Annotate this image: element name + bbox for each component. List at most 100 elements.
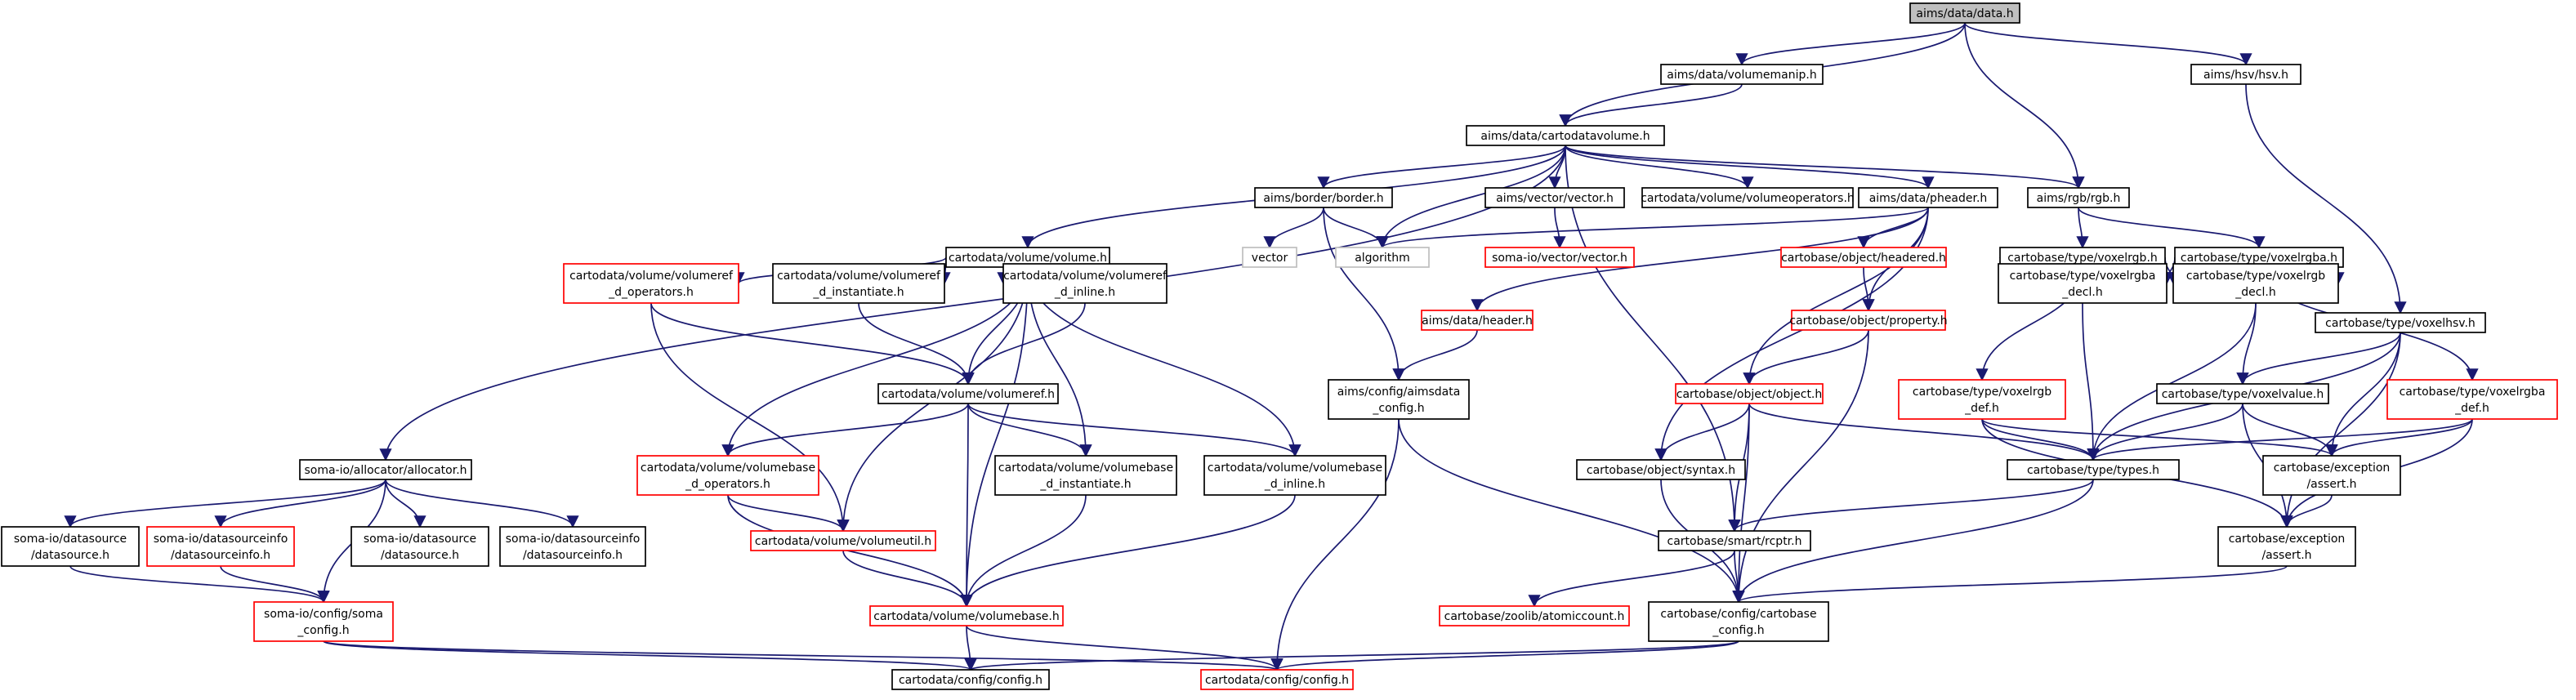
node-cdv[interactable]: aims/data/cartodatavolume.h <box>1466 125 1665 146</box>
node-label: cartodata/volume/volumeutil.h <box>755 535 931 548</box>
node-root[interactable]: aims/data/data.h <box>1909 2 2020 24</box>
edge-allocator-to-dsinfo1 <box>214 479 386 528</box>
node-voxelhsv[interactable]: cartobase/type/voxelhsv.h <box>2315 312 2486 333</box>
node-headered[interactable]: cartobase/object/headered.h <box>1780 247 1947 268</box>
node-vbaseinst[interactable]: cartodata/volume/volumebase_d_instantiat… <box>994 455 1177 496</box>
node-ds2[interactable]: soma-io/datasource/datasource.h <box>350 526 489 567</box>
edge-volumeref-to-vbaseinline <box>967 403 1301 457</box>
node-excassert2[interactable]: cartobase/exception/assert.h <box>2217 526 2356 567</box>
edge-voxelvalue-to-types <box>2087 403 2243 461</box>
node-box <box>563 263 739 304</box>
edge-pheader-to-headered <box>1857 207 1929 249</box>
node-label: cartobase/type/voxelrgba.h <box>2181 252 2337 265</box>
node-dsinfo1[interactable]: soma-io/datasourceinfo/datasourceinfo.h <box>146 526 295 567</box>
edge-pheader-to-aheader <box>1471 207 1929 312</box>
node-rgb[interactable]: aims/rgb/rgb.h <box>2027 187 2130 208</box>
node-label: aims/data/pheader.h <box>1869 192 1988 205</box>
node-label: cartobase/type/voxelrgb <box>1913 386 2051 399</box>
node-rcptr[interactable]: cartobase/smart/rcptr.h <box>1658 530 1811 551</box>
edge-rcptr-to-cbconfig <box>1732 550 1745 604</box>
node-vrefinst[interactable]: cartodata/volume/volumeref_d_instantiate… <box>772 263 945 304</box>
node-syntax[interactable]: cartobase/object/syntax.h <box>1576 459 1746 480</box>
node-cbconfig[interactable]: cartobase/config/cartobase_config.h <box>1648 601 1829 642</box>
node-label: soma-io/datasourceinfo <box>154 533 288 546</box>
node-property[interactable]: cartobase/object/property.h <box>1789 310 1948 331</box>
node-volumemanip[interactable]: aims/data/volumemanip.h <box>1660 64 1824 85</box>
edge-object-to-types <box>1748 403 2100 461</box>
node-label: cartodata/config/config.h <box>899 674 1042 687</box>
node-volbase[interactable]: cartodata/volume/volumebase.h <box>869 605 1064 626</box>
node-cdconfig[interactable]: cartodata/config/config.h <box>891 669 1050 690</box>
node-types[interactable]: cartobase/type/types.h <box>2007 459 2180 480</box>
edge-types-to-rcptr <box>1728 479 2094 533</box>
edge-root-to-volumemanip <box>1735 22 1966 66</box>
node-label: cartodata/volume/volumebase.h <box>873 610 1059 623</box>
node-box <box>253 601 394 642</box>
node-voxelvalue[interactable]: cartobase/type/voxelvalue.h <box>2156 383 2329 404</box>
node-volumeref[interactable]: cartodata/volume/volumeref.h <box>877 383 1059 404</box>
node-ds1[interactable]: soma-io/datasource/datasource.h <box>1 526 140 567</box>
node-vbaseinline[interactable]: cartodata/volume/volumebase_d_inline.h <box>1203 455 1386 496</box>
node-label: _decl.h <box>2234 286 2275 299</box>
node-vrefops[interactable]: cartodata/volume/volumeref_d_operators.h <box>563 263 739 304</box>
node-object[interactable]: cartobase/object/object.h <box>1675 383 1824 404</box>
node-allocator[interactable]: soma-io/allocator/allocator.h <box>299 459 472 480</box>
node-label: /datasourceinfo.h <box>523 549 623 562</box>
node-aheader[interactable]: aims/data/header.h <box>1421 310 1534 331</box>
node-dsinfo2[interactable]: soma-io/datasourceinfo/datasourceinfo.h <box>499 526 646 567</box>
node-box <box>1439 605 1630 626</box>
node-border[interactable]: aims/border/border.h <box>1254 187 1393 208</box>
node-vrgbadef[interactable]: cartobase/type/voxelrgba_def.h <box>2386 379 2558 420</box>
edge-volumeref-to-vbaseops <box>721 403 969 457</box>
node-algorithm[interactable]: algorithm <box>1335 247 1430 268</box>
node-box <box>1421 310 1534 331</box>
node-pheader[interactable]: aims/data/pheader.h <box>1858 187 1998 208</box>
node-vector[interactable]: vector <box>1242 247 1297 268</box>
node-label: aims/data/header.h <box>1422 314 1533 328</box>
node-vectorh[interactable]: aims/vector/vector.h <box>1484 187 1625 208</box>
node-somaconfig[interactable]: soma-io/config/soma_config.h <box>253 601 394 642</box>
edge-pheader-to-syntax <box>1654 207 1929 461</box>
node-label: soma-io/vector/vector.h <box>1492 252 1627 265</box>
edge-vrefinline-to-volumeref <box>962 302 1086 386</box>
node-vbaseops[interactable]: cartodata/volume/volumebase_d_operators.… <box>636 455 819 496</box>
node-vrgbadecl[interactable]: cartobase/type/voxelrgba_decl.h <box>1998 263 2168 304</box>
edge-rgb-to-voxelrgb <box>2076 207 2089 249</box>
node-label: cartobase/object/headered.h <box>1781 252 1946 265</box>
node-aimsconfig[interactable]: aims/config/aimsdata_config.h <box>1328 379 1470 420</box>
edge-vrgbdecl-to-types <box>2087 302 2257 461</box>
node-label: _def.h <box>1964 402 1999 415</box>
node-box <box>2315 312 2486 333</box>
node-label: _d_instantiate.h <box>812 286 904 299</box>
node-volops[interactable]: cartodata/volume/volumeoperators.h <box>1641 187 1855 208</box>
edge-ds1-to-somaconfig <box>69 565 330 604</box>
node-atomic[interactable]: cartobase/zoolib/atomiccount.h <box>1439 605 1630 626</box>
edge-headered-to-property <box>1862 266 1875 312</box>
node-box <box>1898 379 2066 420</box>
node-volutil[interactable]: cartodata/volume/volumeutil.h <box>750 530 936 551</box>
edge-somaconfig-to-cdconfig <box>323 640 977 671</box>
node-box <box>2262 455 2401 496</box>
node-vrefinline[interactable]: cartodata/volume/volumeref_d_inline.h <box>1002 263 1167 304</box>
node-label: cartobase/config/cartobase <box>1660 608 1816 621</box>
node-vrgbdef[interactable]: cartobase/type/voxelrgb _def.h <box>1898 379 2066 420</box>
edge-volbase-to-cdconfig2 <box>966 625 1284 671</box>
edge-vrgbdef-to-excassert1 <box>1981 418 2338 457</box>
node-excassert1[interactable]: cartobase/exception/assert.h <box>2262 455 2401 496</box>
node-hsv[interactable]: aims/hsv/hsv.h <box>2190 64 2301 85</box>
edge-aimsconfig-to-cdconfig2 <box>1270 418 1400 671</box>
edge-rgb-to-voxelrgba <box>2078 207 2266 249</box>
node-label: cartodata/volume/volume.h <box>949 252 1107 265</box>
node-label: _d_inline.h <box>1264 478 1325 491</box>
edge-cdv-to-border <box>1317 145 1566 189</box>
node-label: _config.h <box>1372 402 1424 415</box>
edge-vectorh-to-somavector <box>1553 207 1566 249</box>
node-vrgbdecl[interactable]: cartobase/type/voxelrgb_decl.h <box>2172 263 2339 304</box>
node-box <box>1658 530 1811 551</box>
node-label: _d_inline.h <box>1054 286 1115 299</box>
node-cdconfig2[interactable]: cartodata/config/config.h <box>1200 669 1354 690</box>
node-somavector[interactable]: soma-io/vector/vector.h <box>1484 247 1635 268</box>
node-label: cartodata/volume/volumebase <box>998 461 1173 475</box>
node-label: aims/data/volumemanip.h <box>1667 69 1816 82</box>
edge-vbaseinst-to-volbase <box>960 494 1087 608</box>
